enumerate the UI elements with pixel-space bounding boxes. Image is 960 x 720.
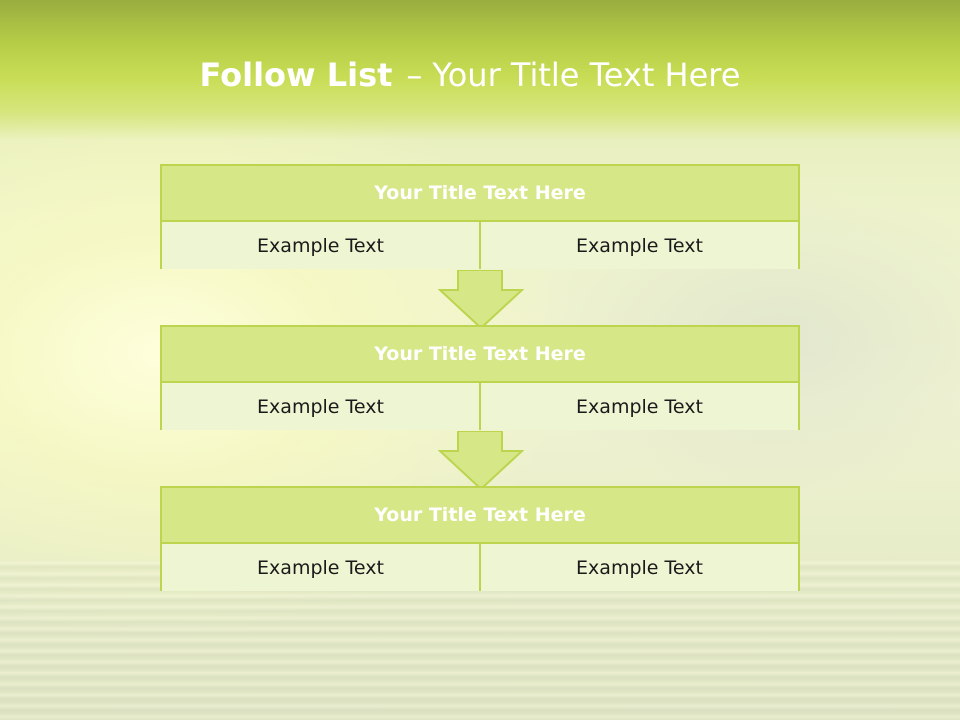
title-separator: – (406, 56, 423, 94)
block-row: Example Text Example Text (162, 222, 798, 269)
block-title: Your Title Text Here (162, 166, 798, 222)
block-cell-left: Example Text (162, 222, 479, 269)
list-block-1: Your Title Text Here Example Text Exampl… (160, 164, 800, 269)
down-arrow-icon (438, 270, 524, 330)
list-block-2: Your Title Text Here Example Text Exampl… (160, 325, 800, 430)
block-row: Example Text Example Text (162, 544, 798, 591)
block-title: Your Title Text Here (162, 327, 798, 383)
block-title: Your Title Text Here (162, 488, 798, 544)
block-cell-right: Example Text (479, 383, 798, 430)
list-block-3: Your Title Text Here Example Text Exampl… (160, 486, 800, 591)
block-cell-right: Example Text (479, 544, 798, 591)
title-strong: Follow List (199, 56, 393, 94)
block-cell-left: Example Text (162, 544, 479, 591)
header-band (0, 0, 960, 140)
slide-title: Follow List–Your Title Text Here (0, 56, 940, 94)
down-arrow-icon (438, 431, 524, 491)
block-cell-right: Example Text (479, 222, 798, 269)
title-rest: Your Title Text Here (432, 56, 741, 94)
block-row: Example Text Example Text (162, 383, 798, 430)
block-cell-left: Example Text (162, 383, 479, 430)
